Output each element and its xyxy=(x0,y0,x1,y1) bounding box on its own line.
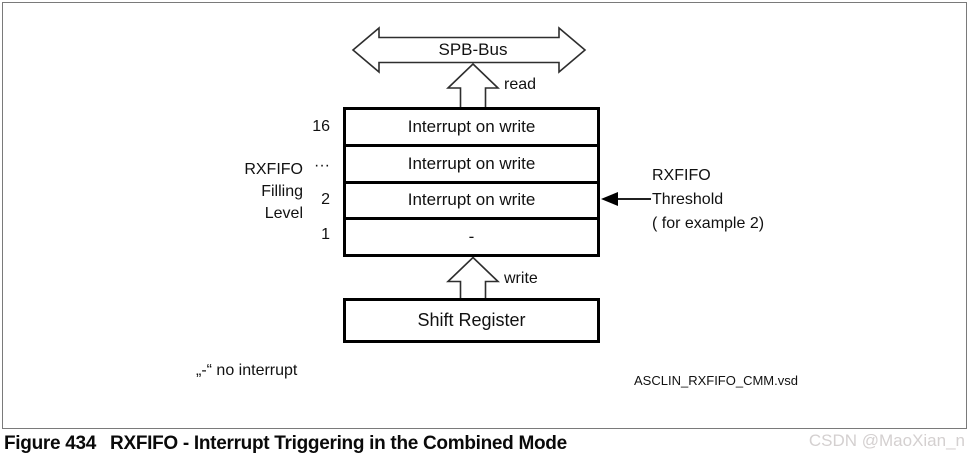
shift-register-label: Shift Register xyxy=(417,310,526,330)
threshold-note-line-1: RXFIFO xyxy=(652,167,711,184)
filling-level-2: 2 xyxy=(321,191,330,208)
fifo-row-level-2: Interrupt on write xyxy=(346,180,597,218)
filling-label-line-3: Level xyxy=(264,205,303,222)
filling-level-16: 16 xyxy=(312,118,330,135)
spb-bus-double-arrow-icon xyxy=(351,26,587,74)
filling-level-dots: ··· xyxy=(314,157,330,174)
figure-caption-number: Figure 434 xyxy=(4,433,97,454)
filling-label-line-1: RXFIFO xyxy=(244,161,303,178)
fifo-row-level-16: Interrupt on write xyxy=(407,116,536,136)
spb-bus-label: SPB-Bus xyxy=(438,40,508,59)
read-up-arrow-icon xyxy=(446,62,500,110)
read-label: read xyxy=(504,76,537,93)
shift-register-box: Shift Register xyxy=(343,298,600,343)
rxfifo-box: Interrupt on write Interrupt on write In… xyxy=(343,107,600,257)
figure-caption: Figure 434 RXFIFO - Interrupt Triggering … xyxy=(4,433,567,455)
write-label: write xyxy=(504,270,538,287)
threshold-note-line-3: ( for example 2) xyxy=(652,215,765,232)
rxfifo-filling-level-label: RXFIFO Filling Level xyxy=(200,159,303,225)
filling-level-1: 1 xyxy=(321,226,330,243)
figure-caption-title: RXFIFO - Interrupt Triggering in the Com… xyxy=(110,433,567,454)
threshold-arrowhead-icon xyxy=(601,192,618,206)
write-up-arrow-icon xyxy=(446,256,500,302)
no-interrupt-note: „-“ no interrupt xyxy=(196,362,298,379)
rxfifo-threshold-note: RXFIFO Threshold ( for example 2) xyxy=(652,164,764,236)
source-file-label: ASCLIN_RXFIFO_CMM.vsd xyxy=(634,373,798,388)
fifo-row-level-dots: Interrupt on write xyxy=(346,143,597,181)
watermark-text: CSDN @MaoXian_n xyxy=(808,431,965,450)
fifo-row-level-1: - xyxy=(346,217,597,254)
filling-label-line-2: Filling xyxy=(261,183,303,200)
threshold-note-line-2: Threshold xyxy=(652,191,724,208)
